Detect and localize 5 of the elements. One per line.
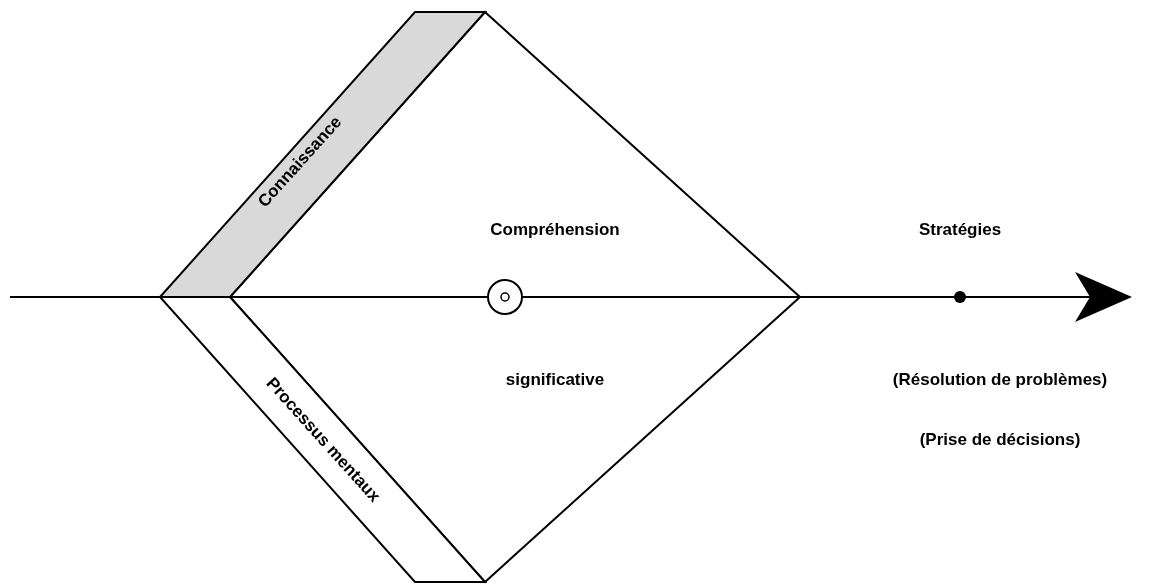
diamond-label: Compréhension bbox=[490, 220, 620, 240]
side-label: (Prise de décisions) bbox=[919, 430, 1081, 450]
side-label: (Résolution de problèmes) bbox=[892, 370, 1108, 390]
side-label: Stratégies bbox=[918, 220, 1002, 240]
diamond-label: significative bbox=[505, 370, 605, 390]
